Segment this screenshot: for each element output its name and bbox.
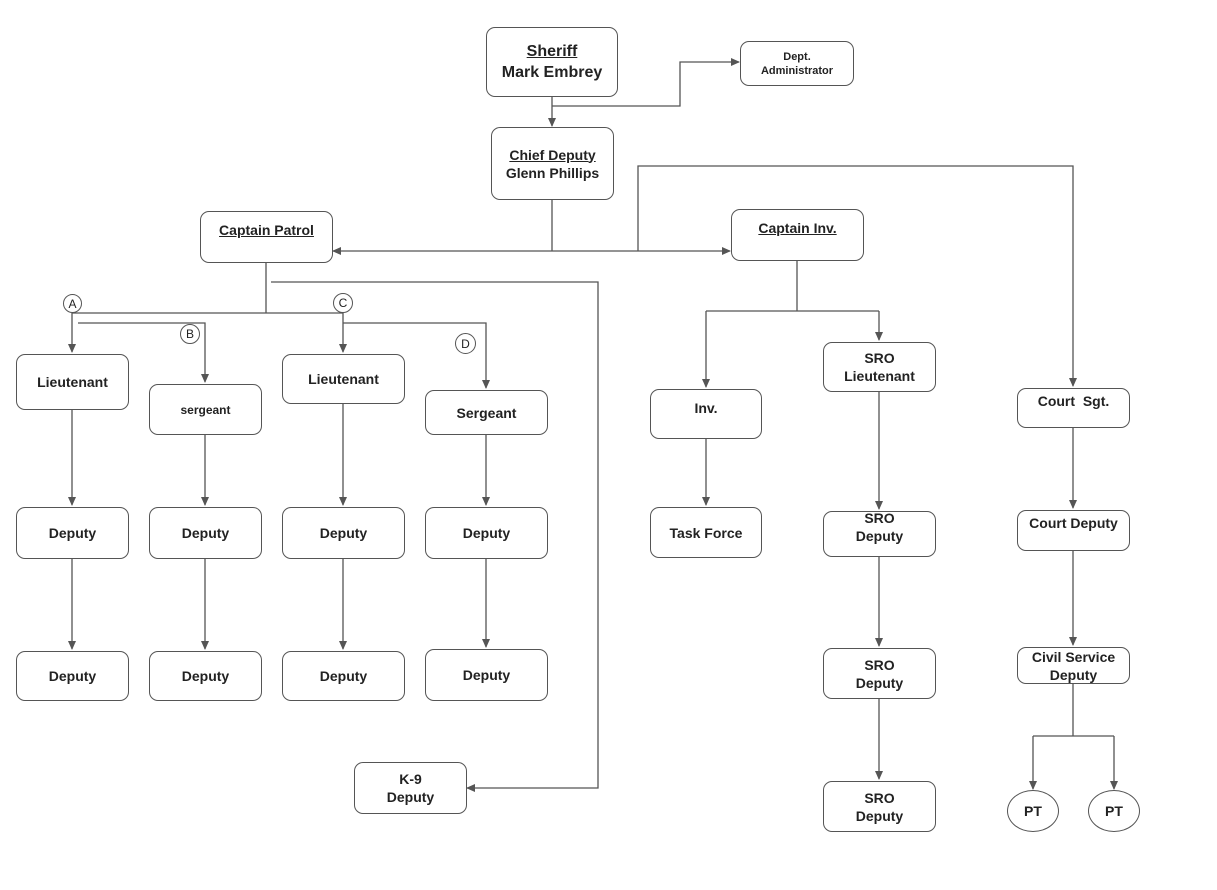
deputy-d2-label: Deputy [462,667,511,683]
deputy-c1-label: Deputy [319,525,368,541]
sro-deputy-2-line2: Deputy [855,674,904,691]
sro-deputy-3-line2: Deputy [855,807,904,824]
deputy-a2-box: Deputy [16,651,129,701]
deputy-c2-box: Deputy [282,651,405,701]
civil-service-deputy-line2: Deputy [1049,666,1098,683]
sergeant-b-box: sergeant [149,384,262,435]
sro-lieutenant-line2: Lieutenant [844,368,915,384]
chief-deputy-title: Chief Deputy [509,146,596,163]
sro-lieutenant-line1: SRO [864,350,895,366]
sheriff-title: Sheriff [526,43,578,60]
civil-service-deputy-line1: Civil Service [1031,648,1116,665]
captain-patrol-box: Captain Patrol [200,211,333,263]
sro-deputy-2-box: SRO Deputy [823,648,936,699]
deputy-a1-label: Deputy [48,525,97,541]
task-force-label: Task Force [669,524,743,541]
court-deputy-label: Court Deputy [1029,515,1118,531]
deputy-b1-label: Deputy [181,525,230,541]
lieutenant-c-label: Lieutenant [308,371,379,387]
sro-deputy-2-line1: SRO [864,656,895,673]
pt-2-label: PT [1105,803,1123,819]
deputy-d1-box: Deputy [425,507,548,559]
chief-deputy-name: Glenn Phillips [505,164,600,181]
deputy-c1-box: Deputy [282,507,405,559]
sro-deputy-3-line1: SRO [864,789,895,806]
dept-administrator-line1: Dept. [783,50,811,63]
deputy-d1-label: Deputy [462,525,511,541]
court-deputy-box: Court Deputy [1017,510,1130,551]
sergeant-d-box: Sergeant [425,390,548,435]
sergeant-d-label: Sergeant [456,404,517,421]
deputy-a2-label: Deputy [48,668,97,684]
captain-inv-title: Captain Inv. [758,220,837,236]
deputy-b1-box: Deputy [149,507,262,559]
deputy-b2-box: Deputy [149,651,262,701]
pt-2-circle: PT [1088,790,1140,832]
sro-deputy-1-line1: SRO [864,510,895,526]
sergeant-b-label: sergeant [180,402,231,417]
court-sgt-label: Court Sgt. [1037,393,1110,409]
marker-d: D [455,333,476,354]
inv-label: Inv. [694,400,718,416]
k9-deputy-line1: K-9 [399,771,422,787]
sro-deputy-1-line2: Deputy [855,528,904,544]
lieutenant-c-box: Lieutenant [282,354,405,404]
sro-deputy-1-box: SRO Deputy [823,510,936,557]
captain-inv-box: Captain Inv. [731,209,864,261]
deputy-c2-label: Deputy [319,668,368,684]
captain-patrol-title: Captain Patrol [219,222,314,238]
sheriff-box: Sheriff Mark Embrey [486,27,618,97]
sheriff-name: Mark Embrey [501,64,603,81]
deputy-b2-label: Deputy [181,668,230,684]
lieutenant-a-box: Lieutenant [16,354,129,410]
task-force-box: Task Force [650,507,762,558]
court-sgt-box: Court Sgt. [1017,388,1130,428]
lieutenant-a-label: Lieutenant [37,374,108,390]
pt-1-circle: PT [1007,790,1059,832]
k9-deputy-line2: Deputy [386,789,435,805]
deputy-d2-box: Deputy [425,649,548,701]
dept-administrator-box: Dept. Administrator [740,41,854,86]
marker-a: A [63,294,82,313]
k9-deputy-box: K-9 Deputy [354,762,467,814]
dept-administrator-line2: Administrator [760,64,834,77]
marker-c: C [333,293,353,313]
sro-lieutenant-box: SRO Lieutenant [823,342,936,392]
inv-box: Inv. [650,389,762,439]
chief-deputy-box: Chief Deputy Glenn Phillips [491,127,614,200]
sro-deputy-3-box: SRO Deputy [823,781,936,832]
pt-1-label: PT [1024,803,1042,819]
deputy-a1-box: Deputy [16,507,129,559]
civil-service-deputy-box: Civil Service Deputy [1017,647,1130,684]
marker-b: B [180,324,200,344]
